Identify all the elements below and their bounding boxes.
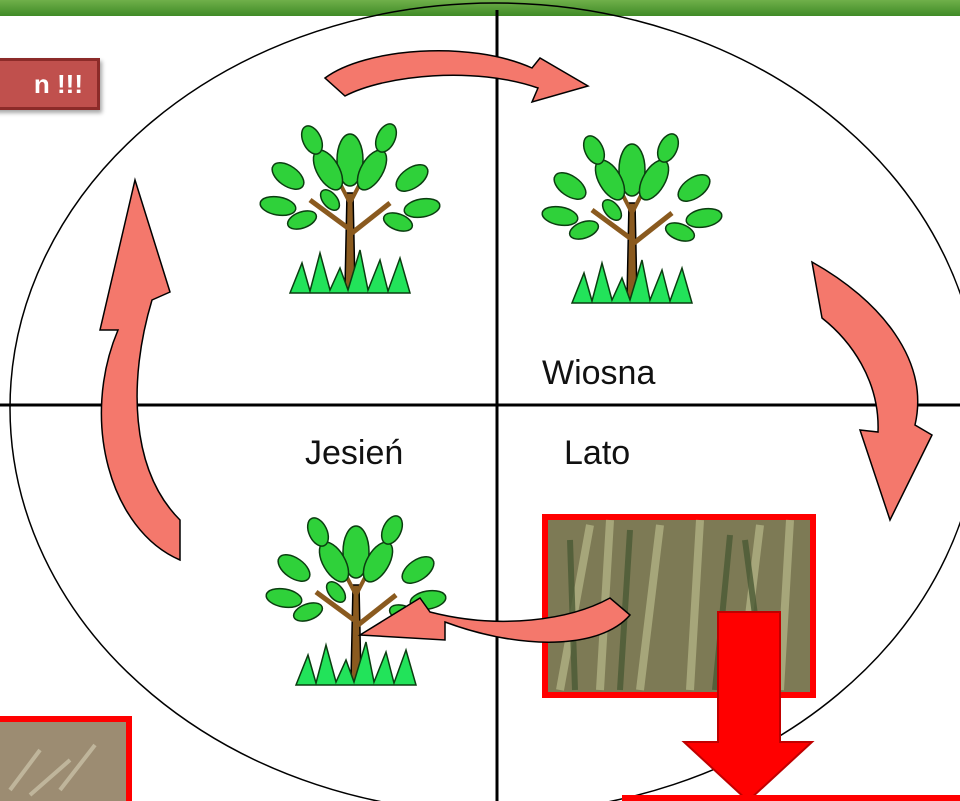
warning-text: n !!! [34, 69, 83, 100]
season-label-wiosna: Wiosna [542, 354, 655, 393]
warning-box: n !!! [0, 58, 100, 110]
curved-arrow-icon [325, 51, 588, 102]
curved-arrow-icon [100, 180, 180, 560]
curved-arrow-icon [812, 262, 932, 520]
red-bar [622, 795, 960, 801]
season-label-lato: Lato [564, 434, 630, 473]
seedling-photo [0, 716, 132, 801]
cycle-ellipse [10, 3, 960, 801]
tree-icon [541, 131, 724, 303]
tree-icon [259, 121, 442, 293]
season-label-jesien: Jesień [305, 434, 403, 473]
